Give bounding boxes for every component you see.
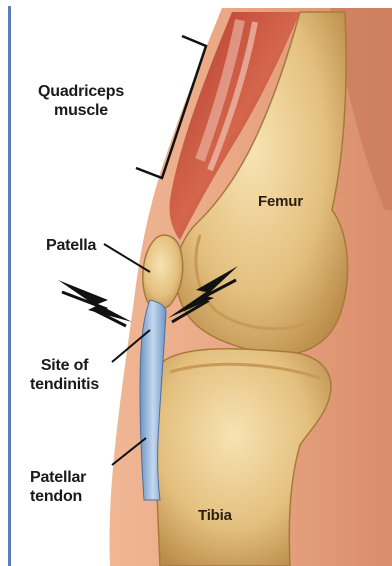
tendinitis-label-line2: tendinitis [30, 375, 99, 394]
tendinitis-label: Site of tendinitis [30, 356, 99, 394]
quadriceps-label-line1: Quadriceps [38, 82, 124, 101]
frame-line [8, 6, 11, 566]
patellar-tendon-label-line2: tendon [30, 487, 86, 506]
femur-label: Femur [258, 192, 303, 211]
patellar-tendon-label: Patellar tendon [30, 468, 86, 506]
tendinitis-label-line1: Site of [30, 356, 99, 375]
patellar-tendon-label-line1: Patellar [30, 468, 86, 487]
quadriceps-label: Quadriceps muscle [38, 82, 124, 120]
patella-label: Patella [46, 236, 96, 255]
quadriceps-label-line2: muscle [38, 101, 124, 120]
tibia-label: Tibia [198, 506, 232, 525]
